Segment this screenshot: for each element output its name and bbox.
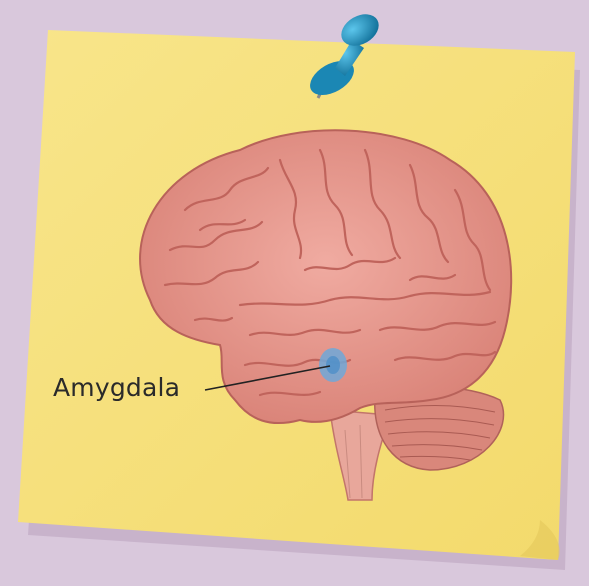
amygdala-label: Amygdala: [53, 373, 180, 402]
